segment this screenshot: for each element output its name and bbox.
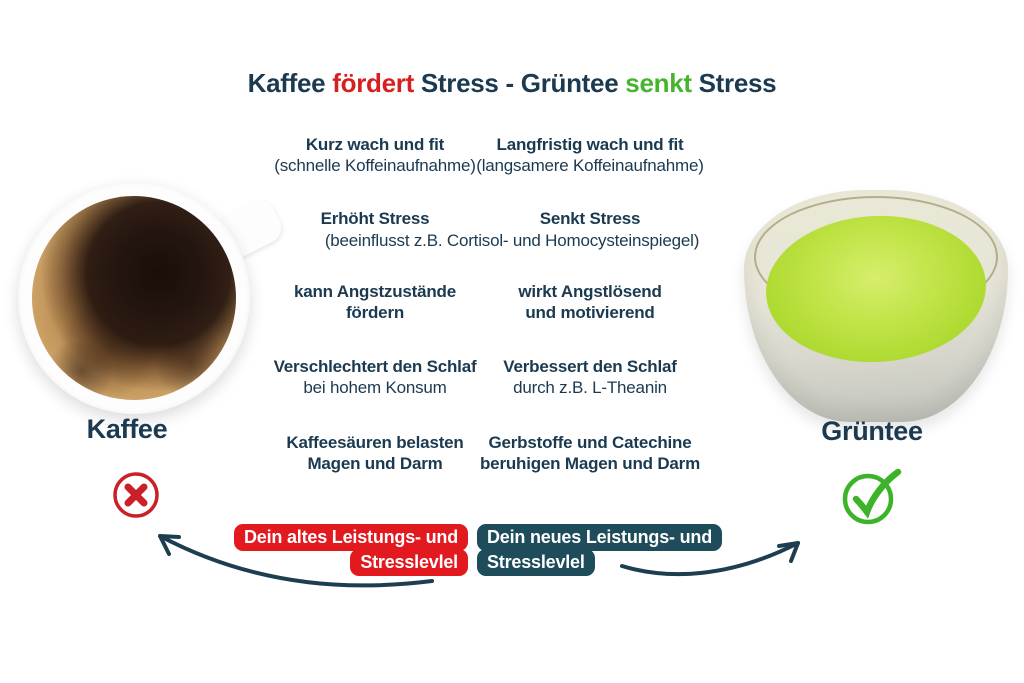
tea-label: Grüntee xyxy=(821,416,923,446)
title-red-word: fördert xyxy=(332,68,414,98)
row4-coffee-sub: bei hohem Konsum xyxy=(303,378,447,397)
row2-coffee-bold: Erhöht Stress xyxy=(320,209,430,228)
coffee-cup-photo xyxy=(18,182,287,414)
row4-tea-sub: durch z.B. L-Theanin xyxy=(513,378,667,397)
row1-coffee-bold: Kurz wach und fit xyxy=(305,135,445,154)
green-tea-bowl-photo xyxy=(744,190,1008,422)
row2-coffee-cell: Erhöht Stress xyxy=(258,208,492,229)
coffee-label: Kaffee xyxy=(86,414,168,444)
row3-tea-bold-line2: und motivierend xyxy=(525,303,655,322)
row3-tea-bold-line1: wirkt Angstlösend xyxy=(518,282,662,301)
title-part1: Kaffee xyxy=(247,68,333,98)
row3-coffee-bold-line1: kann Angstzustände xyxy=(293,282,456,301)
old-banner-line2: Stresslevlel xyxy=(350,549,468,576)
row1-tea-cell: Langfristig wach und fit (langsamere Kof… xyxy=(458,134,722,176)
row3-coffee-cell: kann Angstzustände fördern xyxy=(258,281,492,323)
row5-coffee-bold-line2: Magen und Darm xyxy=(307,454,443,473)
row3-tea-cell: wirkt Angstlösend und motivierend xyxy=(458,281,722,323)
check-icon xyxy=(838,462,906,533)
old-stress-level-banner: Dein altes Leistungs- und Stresslevlel xyxy=(233,524,468,576)
row2-tea-cell: Senkt Stress xyxy=(458,208,722,229)
row5-tea-cell: Gerbstoffe und Catechine beruhigen Magen… xyxy=(458,432,722,474)
row1-tea-sub: (langsamere Koffeinaufnahme) xyxy=(476,156,704,175)
row1-tea-bold: Langfristig wach und fit xyxy=(496,135,684,154)
row1-coffee-cell: Kurz wach und fit (schnelle Koffeinaufna… xyxy=(258,134,492,176)
cross-icon xyxy=(111,470,161,525)
row4-tea-cell: Verbessert den Schlaf durch z.B. L-Thean… xyxy=(458,356,722,398)
row4-coffee-cell: Verschlechtert den Schlaf bei hohem Kons… xyxy=(258,356,492,398)
title-part2: Stress - Grüntee xyxy=(413,68,626,98)
new-banner-line1: Dein neues Leistungs- und xyxy=(477,524,723,551)
row5-tea-bold-line1: Gerbstoffe und Catechine xyxy=(488,433,692,452)
row5-coffee-bold-line1: Kaffeesäuren belasten xyxy=(286,433,464,452)
row5-coffee-cell: Kaffeesäuren belasten Magen und Darm xyxy=(258,432,492,474)
title-part3: Stress xyxy=(691,68,777,98)
row5-tea-bold-line2: beruhigen Magen und Darm xyxy=(480,454,700,473)
row4-tea-bold: Verbessert den Schlaf xyxy=(503,357,677,376)
row3-coffee-bold-line2: fördern xyxy=(345,303,405,322)
new-banner-line2: Stresslevlel xyxy=(477,549,595,576)
row2-shared-sub: (beeinflusst z.B. Cortisol- und Homocyst… xyxy=(324,231,700,250)
coffee-surface xyxy=(32,196,236,400)
row4-coffee-bold: Verschlechtert den Schlaf xyxy=(273,357,477,376)
new-stress-level-banner: Dein neues Leistungs- und Stresslevlel xyxy=(477,524,723,576)
row1-coffee-sub: (schnelle Koffeinaufnahme) xyxy=(274,156,476,175)
page-title: Kaffee fördert Stress - Grüntee senkt St… xyxy=(0,68,1024,99)
row2-tea-bold: Senkt Stress xyxy=(539,209,641,228)
title-green-word: senkt xyxy=(625,68,692,98)
old-banner-line1: Dein altes Leistungs- und xyxy=(233,524,468,551)
